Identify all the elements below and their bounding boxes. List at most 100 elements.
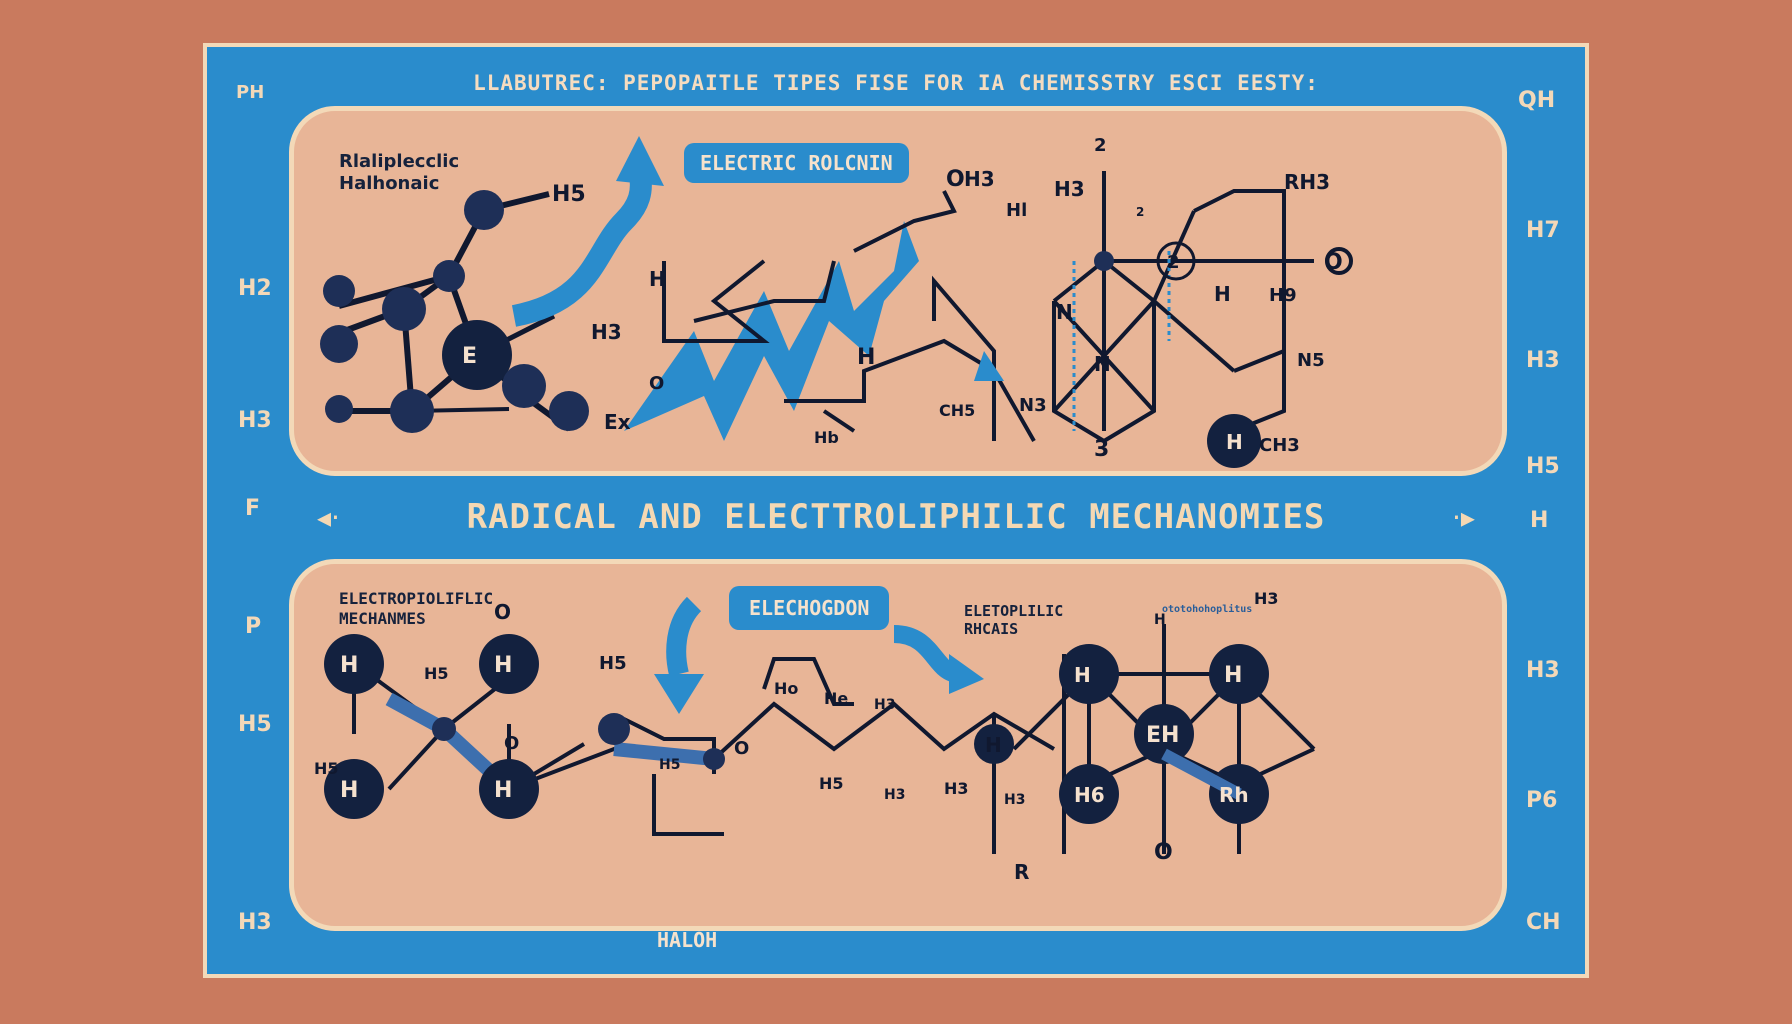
chem-label: Ho [774,679,798,698]
atom [325,395,353,423]
chem-label: H3 [1004,792,1025,808]
atom [703,748,725,770]
atom [1209,644,1269,704]
chem-label: N [1056,300,1073,324]
atom [479,634,539,694]
chem-label: H [1226,430,1243,454]
atom [479,759,539,819]
right-side-label: QH [1518,88,1556,113]
chem-label: H [1214,282,1231,306]
left-side-label: P [245,614,262,639]
chem-label: H [494,653,512,678]
atom [382,287,426,331]
arrow-head [616,136,664,186]
right-side-label: H3 [1526,658,1560,683]
chem-label: O [734,738,749,759]
atom [1094,251,1114,271]
down-arrow [666,596,702,677]
bottom-right-line1: ELETOPLILIC [964,602,1064,620]
chem-label: R [1014,860,1029,884]
atom [433,260,465,292]
chem-label: H3 [1054,177,1085,201]
central-atom [442,320,512,390]
top-label-line2: Halhonaic [339,173,440,194]
chem-label: H3 [874,697,895,713]
chem-label: H5 [552,182,586,207]
chem-label: E [462,344,477,369]
chem-label: Hb [814,428,839,447]
bottom-pill-label: ELECHOGDON [729,586,890,630]
bottom-panel: H H5 H O H5 H H Ho He H3 H5 H3 O H H5 H … [289,559,1507,931]
left-side-label: H2 [238,276,272,301]
chem-label: H [1074,663,1091,687]
chem-label: EH [1146,723,1179,748]
chem-label: H9 [1269,285,1297,306]
chem-label: H5 [314,759,339,778]
chem-label: H3 [964,167,995,191]
atom [1134,704,1194,764]
footer-label: HALOH [657,928,718,952]
arrow-head [949,654,984,694]
left-side-label: H3 [238,910,272,935]
right-decor-arrow: ·▸ [1452,501,1475,534]
curved-arrow [511,168,652,327]
chem-label: H [985,733,1002,757]
chem-label: CH5 [939,401,975,420]
right-side-label: P6 [1526,788,1558,813]
chem-label: 2 [1167,252,1180,273]
bottom-diagram: H H5 H O H5 H H Ho He H3 H5 H3 O H H5 H … [314,589,1316,884]
main-title: RADICAL AND ELECTTROLIPHILIC MECHANOMIES [466,497,1326,537]
atom [464,190,504,230]
chem-label: CH3 [1259,435,1300,456]
chem-label: H5 [599,653,627,674]
atom [432,717,456,741]
left-side-label: H5 [238,712,272,737]
top-pill-label: ELECTRIC ROLCNIN [684,143,909,183]
chem-label: H [1154,612,1166,628]
atom [390,389,434,433]
atom [549,391,589,431]
bottom-right-label: ELETOPLILIC RHCAIS [964,602,1063,638]
left-decor-arrow: ◂· [317,501,340,534]
chem-label: H [649,267,666,291]
poster-header: LLABUTREC: PEPOPAITLE TIPES FISE FOR IA … [473,71,1319,95]
chem-label: H3 [944,779,969,798]
chem-label: Ex [604,410,631,434]
zigzag-arrow [624,221,919,441]
chem-label: H5 [659,757,680,773]
chem-label: H [857,345,875,370]
chem-label: O [649,373,664,394]
chem-label: H [1224,663,1242,688]
bottom-label-line1: ELECTROPIOLIFLIC [339,589,494,608]
chem-label: 2 [1136,205,1144,219]
chem-label: RH3 [1284,170,1330,194]
atom [1207,414,1261,468]
bottom-panel-label: ELECTROPIOLIFLIC MECHANMES [339,589,493,629]
chem-label: H3 [884,787,905,803]
atom [502,364,546,408]
chem-label: H [340,653,358,678]
bottom-right-line2: RHCAIS [964,620,1019,638]
right-side-label: H7 [1526,218,1560,243]
small-label: ototohohoplitus [1162,604,1253,615]
chem-label: He [824,689,848,708]
top-panel: H5 E H3 Ex H O H3 H CH5 Hb O 2 2 2 RH3 H… [289,106,1507,476]
chem-label: H6 [1074,783,1105,807]
left-side-label: H3 [238,408,272,433]
chem-label: O [1154,840,1173,865]
chem-label: Rh [1219,783,1249,807]
chem-label: O [1324,250,1343,275]
chem-label: N [1094,352,1111,376]
left-side-label: PH [236,82,265,103]
left-side-label: F [245,496,261,521]
top-label-line1: Rlaliplecclic [339,151,460,172]
chem-label: O [504,733,519,754]
right-side-label: H3 [1526,348,1560,373]
chem-label: N5 [1297,350,1325,371]
poster-frame: LLABUTREC: PEPOPAITLE TIPES FISE FOR IA … [203,43,1589,978]
right-side-label: CH [1526,910,1561,935]
atom [598,713,630,745]
atom [323,275,355,307]
chem-label: Hl [1006,200,1027,221]
chem-label: H5 [819,774,844,793]
